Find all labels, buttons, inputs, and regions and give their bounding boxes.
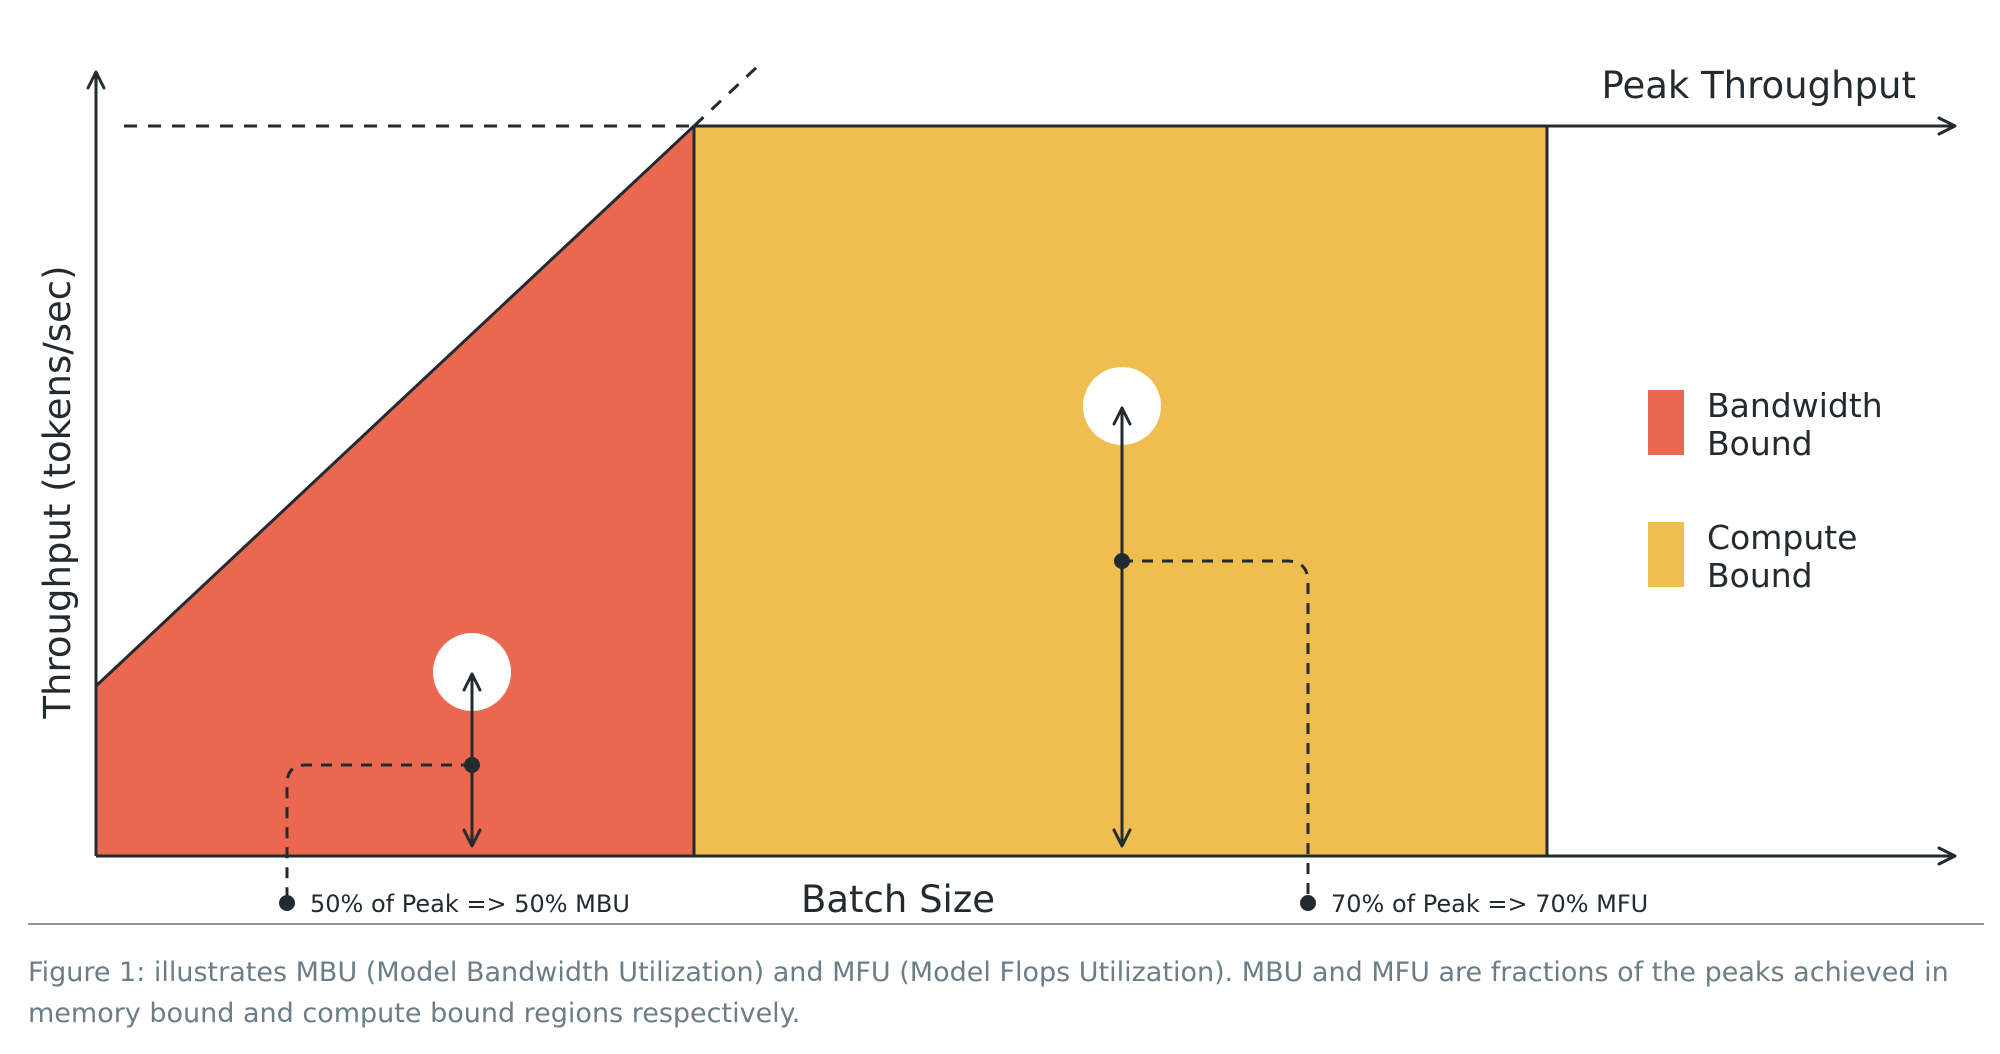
legend-compute-swatch [1648, 522, 1684, 587]
mfu-dashed-leader [1122, 559, 1310, 898]
memory-roofline [94, 124, 696, 688]
legend: Bandwidth Bound Compute Bound [1648, 386, 1883, 595]
mbu-dashed-leader [285, 763, 472, 898]
mfu-annotation-text: 70% of Peak => 70% MFU [1331, 890, 1648, 918]
x-axis-label: Batch Size [801, 878, 995, 921]
figure-caption: Figure 1: illustrates MBU (Model Bandwid… [28, 957, 1949, 1029]
peak-throughput-label: Peak Throughput [1601, 64, 1916, 107]
legend-bandwidth-swatch [1648, 390, 1684, 455]
mfu-value-dot [1114, 553, 1130, 569]
mbu-annotation-text: 50% of Peak => 50% MBU [310, 890, 630, 918]
mfu-peak-marker [1083, 367, 1161, 445]
y-axis-label: Throughput (tokens/sec) [36, 265, 79, 719]
roofline-extension-dashed [692, 64, 760, 128]
mbu-annotation-bullet [279, 895, 295, 911]
bandwidth-bound-region [96, 126, 694, 856]
mfu-annotation-bullet [1300, 895, 1316, 911]
legend-bandwidth-line1: Bandwidth [1707, 386, 1883, 425]
mbu-value-dot [464, 757, 480, 773]
legend-compute-line1: Compute [1707, 518, 1857, 557]
mbu-peak-marker [433, 633, 511, 711]
legend-bandwidth-line2: Bound [1707, 424, 1813, 463]
legend-compute-line2: Bound [1707, 556, 1813, 595]
